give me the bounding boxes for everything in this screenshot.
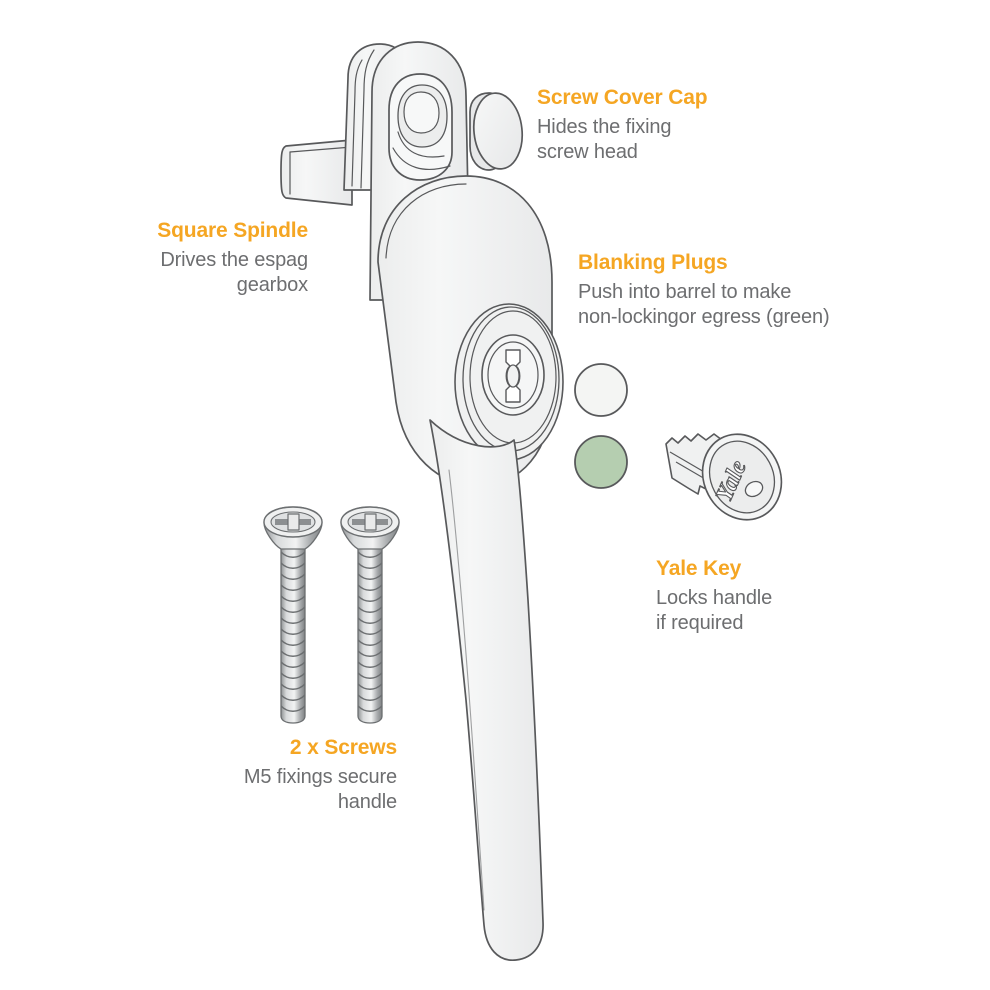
callout-title: Square Spindle [157, 219, 308, 242]
callout-line-1: M5 fixings secure [243, 765, 397, 788]
callout-blanking-plugs: Blanking Plugs Push into barrel to make … [578, 250, 830, 331]
yale-key: Yale [665, 433, 783, 521]
callout-line-2: handle [337, 791, 397, 814]
lock-barrel-keyway [454, 303, 564, 461]
callout-screw-cover-cap: Screw Cover Cap Hides the fixing screw h… [537, 85, 708, 166]
callout-line-1: Hides the fixing [537, 115, 672, 138]
blanking-plug-green [574, 435, 628, 489]
callout-line-2: if required [656, 612, 744, 635]
callout-line-1: Push into barrel to make [578, 280, 792, 303]
screws-group [263, 506, 400, 724]
handle-lever [429, 419, 544, 961]
callout-square-spindle: Square Spindle Drives the espag gearbox [0, 218, 308, 299]
callout-line-2: screw head [537, 141, 638, 164]
blanking-plug-white [574, 363, 628, 417]
square-spindle-bar [280, 139, 353, 206]
callout-line-2: non-lockingor egress (green) [578, 306, 830, 329]
callout-title: Yale Key [656, 557, 742, 580]
callout-title: Screw Cover Cap [537, 86, 708, 109]
blanking-plugs [574, 363, 628, 489]
callout-screws: 2 x Screws M5 fixings secure handle [60, 735, 397, 816]
handle-assembly [280, 41, 564, 961]
callout-line-1: Drives the espag [160, 248, 308, 271]
screw-right [340, 506, 400, 724]
callout-title: Blanking Plugs [578, 251, 728, 274]
screw-left [263, 506, 323, 724]
callout-line-2: gearbox [236, 274, 308, 297]
callout-line-1: Locks handle [656, 586, 773, 609]
callout-title: 2 x Screws [289, 736, 397, 759]
screw-cover-cap [469, 92, 524, 171]
callout-yale-key: Yale Key Locks handle if required [656, 556, 772, 637]
